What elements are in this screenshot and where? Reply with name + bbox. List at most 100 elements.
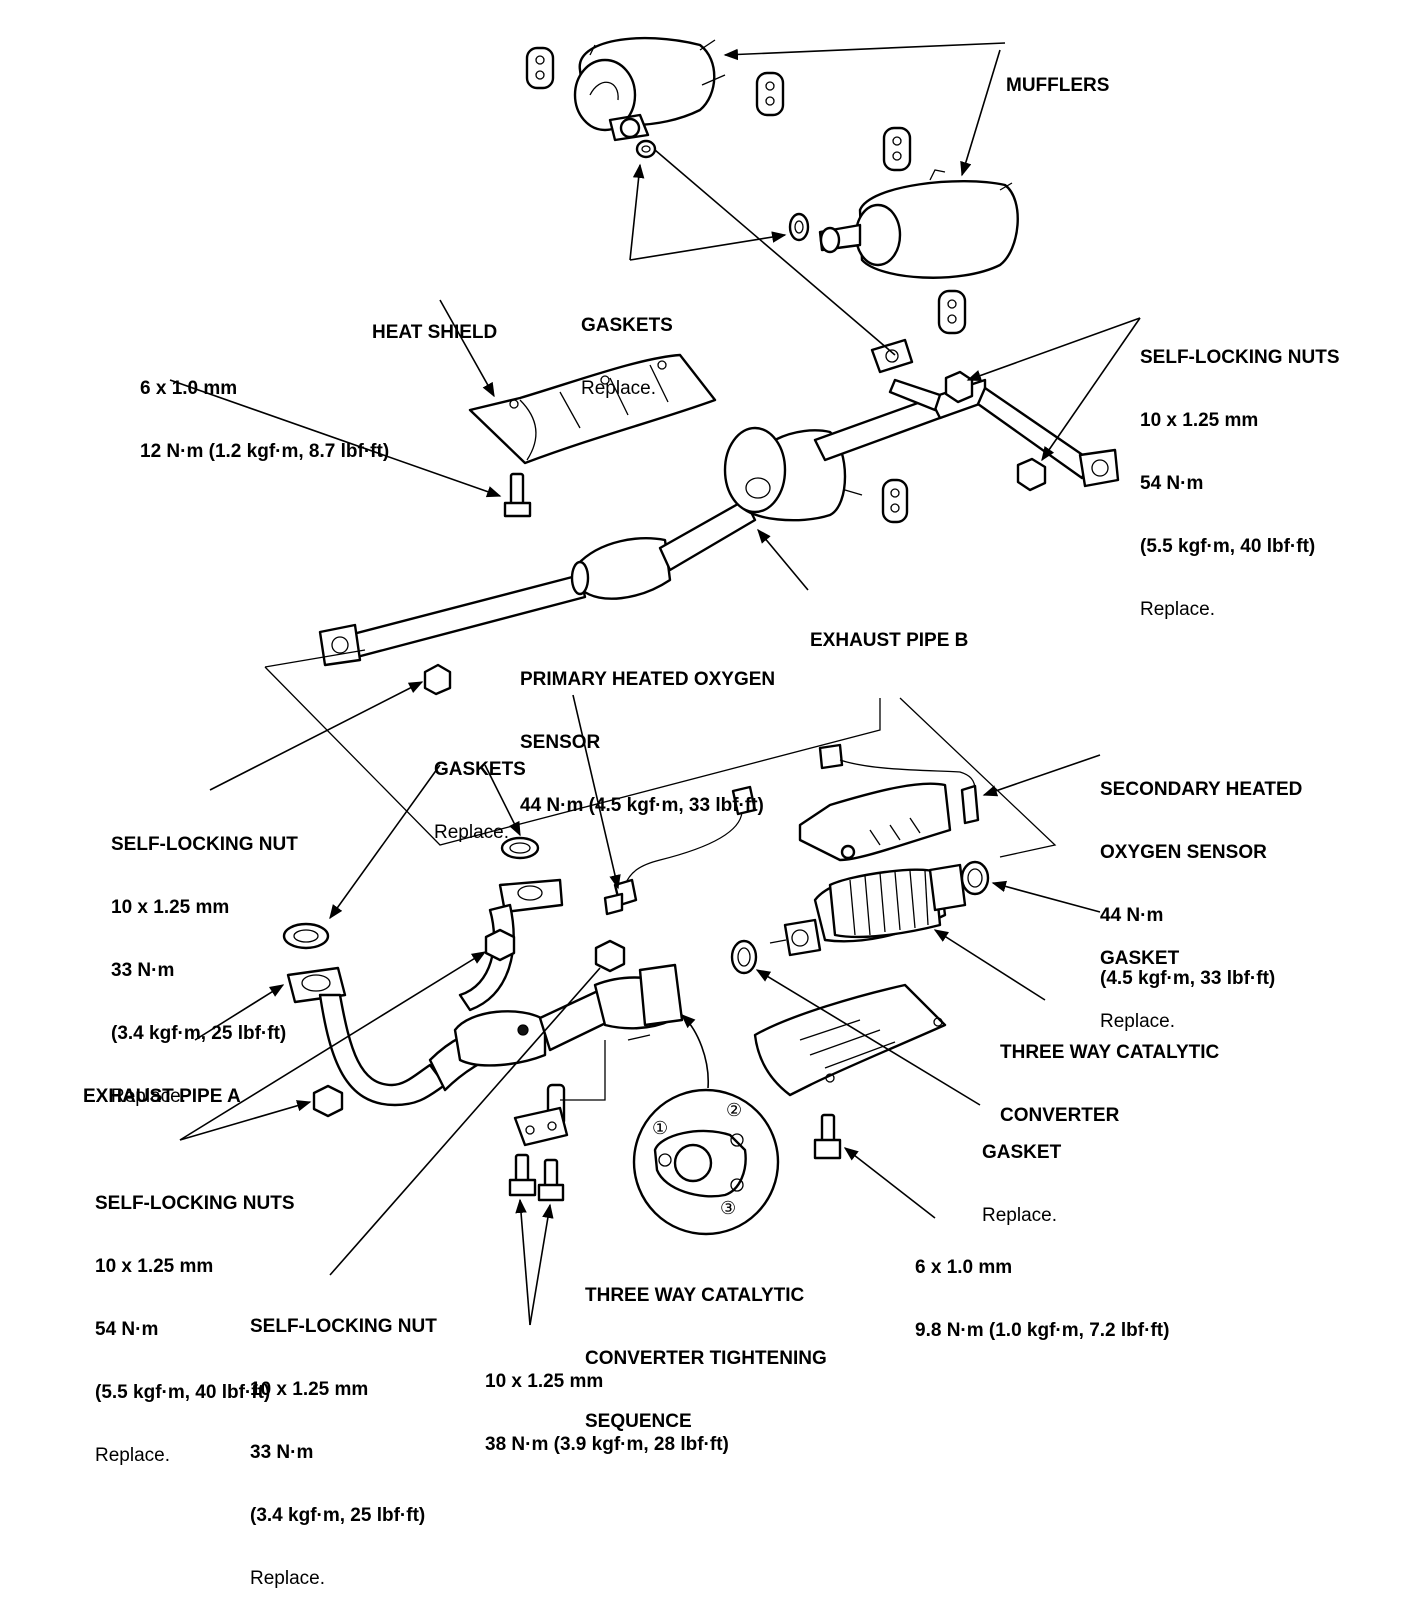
rubber-mount-2 — [755, 71, 785, 117]
primary-sensor-torque: 44 N·m (4.5 kgf·m, 33 lbf·ft) — [520, 795, 764, 816]
exhaust-pipe-a — [286, 878, 684, 1107]
label-catalytic: THREE WAY CATALYTIC CONVERTER — [1000, 1000, 1219, 1147]
catalytic-upper-shield — [798, 743, 980, 862]
gaskets-mid-title: GASKETS — [434, 759, 526, 780]
label-primary-sensor: PRIMARY HEATED OXYGEN SENSOR 44 N·m (4.5… — [520, 627, 775, 837]
sequence-step-1: ① — [652, 1118, 669, 1138]
gasket-lower-title: GASKET — [982, 1142, 1062, 1163]
label-secondary-sensor: SECONDARY HEATED OXYGEN SENSOR 44 N·m (4… — [1100, 737, 1302, 1010]
primary-oxygen-sensor — [603, 785, 757, 916]
nut-pipe-a-2 — [312, 1084, 344, 1118]
nuts-lower-left-torque: 54 N·m — [95, 1319, 159, 1340]
nut-left-torque: 33 N·m — [111, 960, 175, 981]
gaskets-top-title: GASKETS — [581, 315, 673, 336]
secondary-sensor-title2: OXYGEN SENSOR — [1100, 842, 1267, 863]
gasket-mid-2 — [282, 922, 330, 950]
nuts-top-right-torque-alt: (5.5 kgf·m, 40 lbf·ft) — [1140, 536, 1316, 557]
nuts-top-right-torque: 54 N·m — [1140, 473, 1204, 494]
label-gaskets-top: GASKETS Replace. — [581, 273, 673, 420]
nuts-lower-left-size: 10 x 1.25 mm — [95, 1256, 214, 1277]
heat-shield-title: HEAT SHIELD — [372, 322, 498, 343]
gasket-right-note: Replace. — [1100, 1011, 1175, 1032]
nut-left-torque-alt: (3.4 kgf·m, 25 lbf·ft) — [111, 1023, 287, 1044]
rubber-mount-4 — [937, 289, 967, 335]
label-nut-bottom: SELF-LOCKING NUT 10 x 1.25 mm 33 N·m (3.… — [250, 1274, 437, 1610]
gasket-upper-small — [635, 139, 657, 159]
muffler-lower — [818, 169, 1019, 279]
gasket-right — [960, 860, 990, 896]
bolt-6x1-lower-size: 6 x 1.0 mm — [915, 1257, 1013, 1278]
label-bolt-6x1-lower: 6 x 1.0 mm 9.8 N·m (1.0 kgf·m, 7.2 lbf·f… — [915, 1215, 1169, 1362]
label-nut-left: SELF-LOCKING NUT 10 x 1.25 mm 33 N·m (3.… — [111, 792, 298, 1128]
muffler-upper — [573, 36, 726, 142]
nuts-lower-left-note: Replace. — [95, 1445, 170, 1466]
nuts-lower-left-title: SELF-LOCKING NUTS — [95, 1193, 295, 1214]
exhaust-pipe-a-title: EXHAUST PIPE A — [83, 1086, 241, 1107]
sequence-step-3: ③ — [720, 1198, 737, 1218]
gasket-lower-note: Replace. — [982, 1205, 1057, 1226]
bolt-6x1-top-torque: 12 N·m (1.2 kgf·m, 8.7 lbf·ft) — [140, 441, 390, 462]
nuts-lower-left-torque-alt: (5.5 kgf·m, 40 lbf·ft) — [95, 1382, 271, 1403]
catalytic-title: THREE WAY CATALYTIC — [1000, 1042, 1220, 1063]
label-exhaust-pipe-b: EXHAUST PIPE B — [810, 588, 968, 672]
nut-top-right-2 — [1016, 457, 1047, 492]
catalytic-lower-shield — [753, 983, 947, 1097]
gasket-lower — [730, 939, 758, 975]
label-bolt-6x1-top: 6 x 1.0 mm 12 N·m (1.2 kgf·m, 8.7 lbf·ft… — [140, 336, 389, 483]
nut-bottom-title: SELF-LOCKING NUT — [250, 1316, 437, 1337]
nut-pipe-a-1 — [484, 928, 516, 962]
label-nuts-top-right: SELF-LOCKING NUTS 10 x 1.25 mm 54 N·m (5… — [1140, 305, 1340, 641]
gasket-mid-1 — [500, 836, 540, 860]
nut-top-right-1 — [944, 370, 974, 404]
bolt-6x1-lower-torque: 9.8 N·m (1.0 kgf·m, 7.2 lbf·ft) — [915, 1320, 1170, 1341]
nut-pipe-a-3 — [594, 939, 626, 973]
nut-bottom-size: 10 x 1.25 mm — [250, 1379, 369, 1400]
nut-left — [423, 663, 452, 696]
nut-bottom-torque-alt: (3.4 kgf·m, 25 lbf·ft) — [250, 1505, 426, 1526]
secondary-sensor-torque-alt: (4.5 kgf·m, 33 lbf·ft) — [1100, 968, 1276, 989]
secondary-sensor-torque: 44 N·m — [1100, 905, 1164, 926]
secondary-sensor-title: SECONDARY HEATED — [1100, 779, 1303, 800]
nut-left-title: SELF-LOCKING NUT — [111, 834, 298, 855]
leader-lines — [169, 42, 1141, 1326]
bolt-6x1-top-size: 6 x 1.0 mm — [140, 378, 238, 399]
tightening-sequence-detail — [632, 1088, 780, 1236]
sequence-title3: SEQUENCE — [585, 1411, 692, 1432]
label-gasket-lower: GASKET Replace. — [982, 1100, 1061, 1247]
bolt-6x1-lower — [813, 1113, 842, 1160]
sequence-title: THREE WAY CATALYTIC — [585, 1285, 805, 1306]
exhaust-pipe-b — [318, 338, 1120, 667]
label-heat-shield: HEAT SHIELD — [372, 280, 497, 364]
primary-sensor-title: PRIMARY HEATED OXYGEN — [520, 669, 776, 690]
catalytic-title2: CONVERTER — [1000, 1105, 1120, 1126]
nuts-top-right-size: 10 x 1.25 mm — [1140, 410, 1259, 431]
label-mufflers: MUFFLERS — [1006, 33, 1109, 117]
nut-left-size: 10 x 1.25 mm — [111, 897, 230, 918]
label-bolts-bottom: 10 x 1.25 mm 38 N·m (3.9 kgf·m, 28 lbf·f… — [485, 1329, 729, 1476]
bolts-bottom-torque: 38 N·m (3.9 kgf·m, 28 lbf·ft) — [485, 1434, 729, 1455]
gaskets-top-note: Replace. — [581, 378, 656, 399]
label-gasket-right: GASKET Replace. — [1100, 906, 1179, 1053]
primary-sensor-title2: SENSOR — [520, 732, 601, 753]
bolt-6x1-top — [503, 472, 532, 518]
rubber-mount-1 — [525, 46, 555, 90]
mufflers-title: MUFFLERS — [1006, 75, 1110, 96]
bracket-bottom — [513, 1083, 569, 1147]
sequence-step-2: ② — [726, 1100, 743, 1120]
exhaust-pipe-b-title: EXHAUST PIPE B — [810, 630, 969, 651]
bolt-bottom-2 — [537, 1158, 565, 1202]
label-exhaust-pipe-a: EXHAUST PIPE A — [83, 1044, 241, 1128]
label-sequence: THREE WAY CATALYTIC CONVERTER TIGHTENING… — [585, 1243, 827, 1453]
nuts-top-right-note: Replace. — [1140, 599, 1215, 620]
rubber-mount-5 — [881, 478, 909, 524]
nut-bottom-torque: 33 N·m — [250, 1442, 314, 1463]
bolts-bottom-size: 10 x 1.25 mm — [485, 1371, 604, 1392]
label-gaskets-mid: GASKETS Replace. — [434, 717, 526, 864]
heat-shield — [468, 353, 717, 465]
nuts-top-right-title: SELF-LOCKING NUTS — [1140, 347, 1340, 368]
bolt-bottom-1 — [508, 1153, 537, 1197]
gasket-right-title: GASKET — [1100, 948, 1180, 969]
nut-bottom-note: Replace. — [250, 1568, 325, 1589]
label-nuts-lower-left: SELF-LOCKING NUTS 10 x 1.25 mm 54 N·m (5… — [95, 1151, 295, 1487]
gaskets-mid-note: Replace. — [434, 822, 509, 843]
